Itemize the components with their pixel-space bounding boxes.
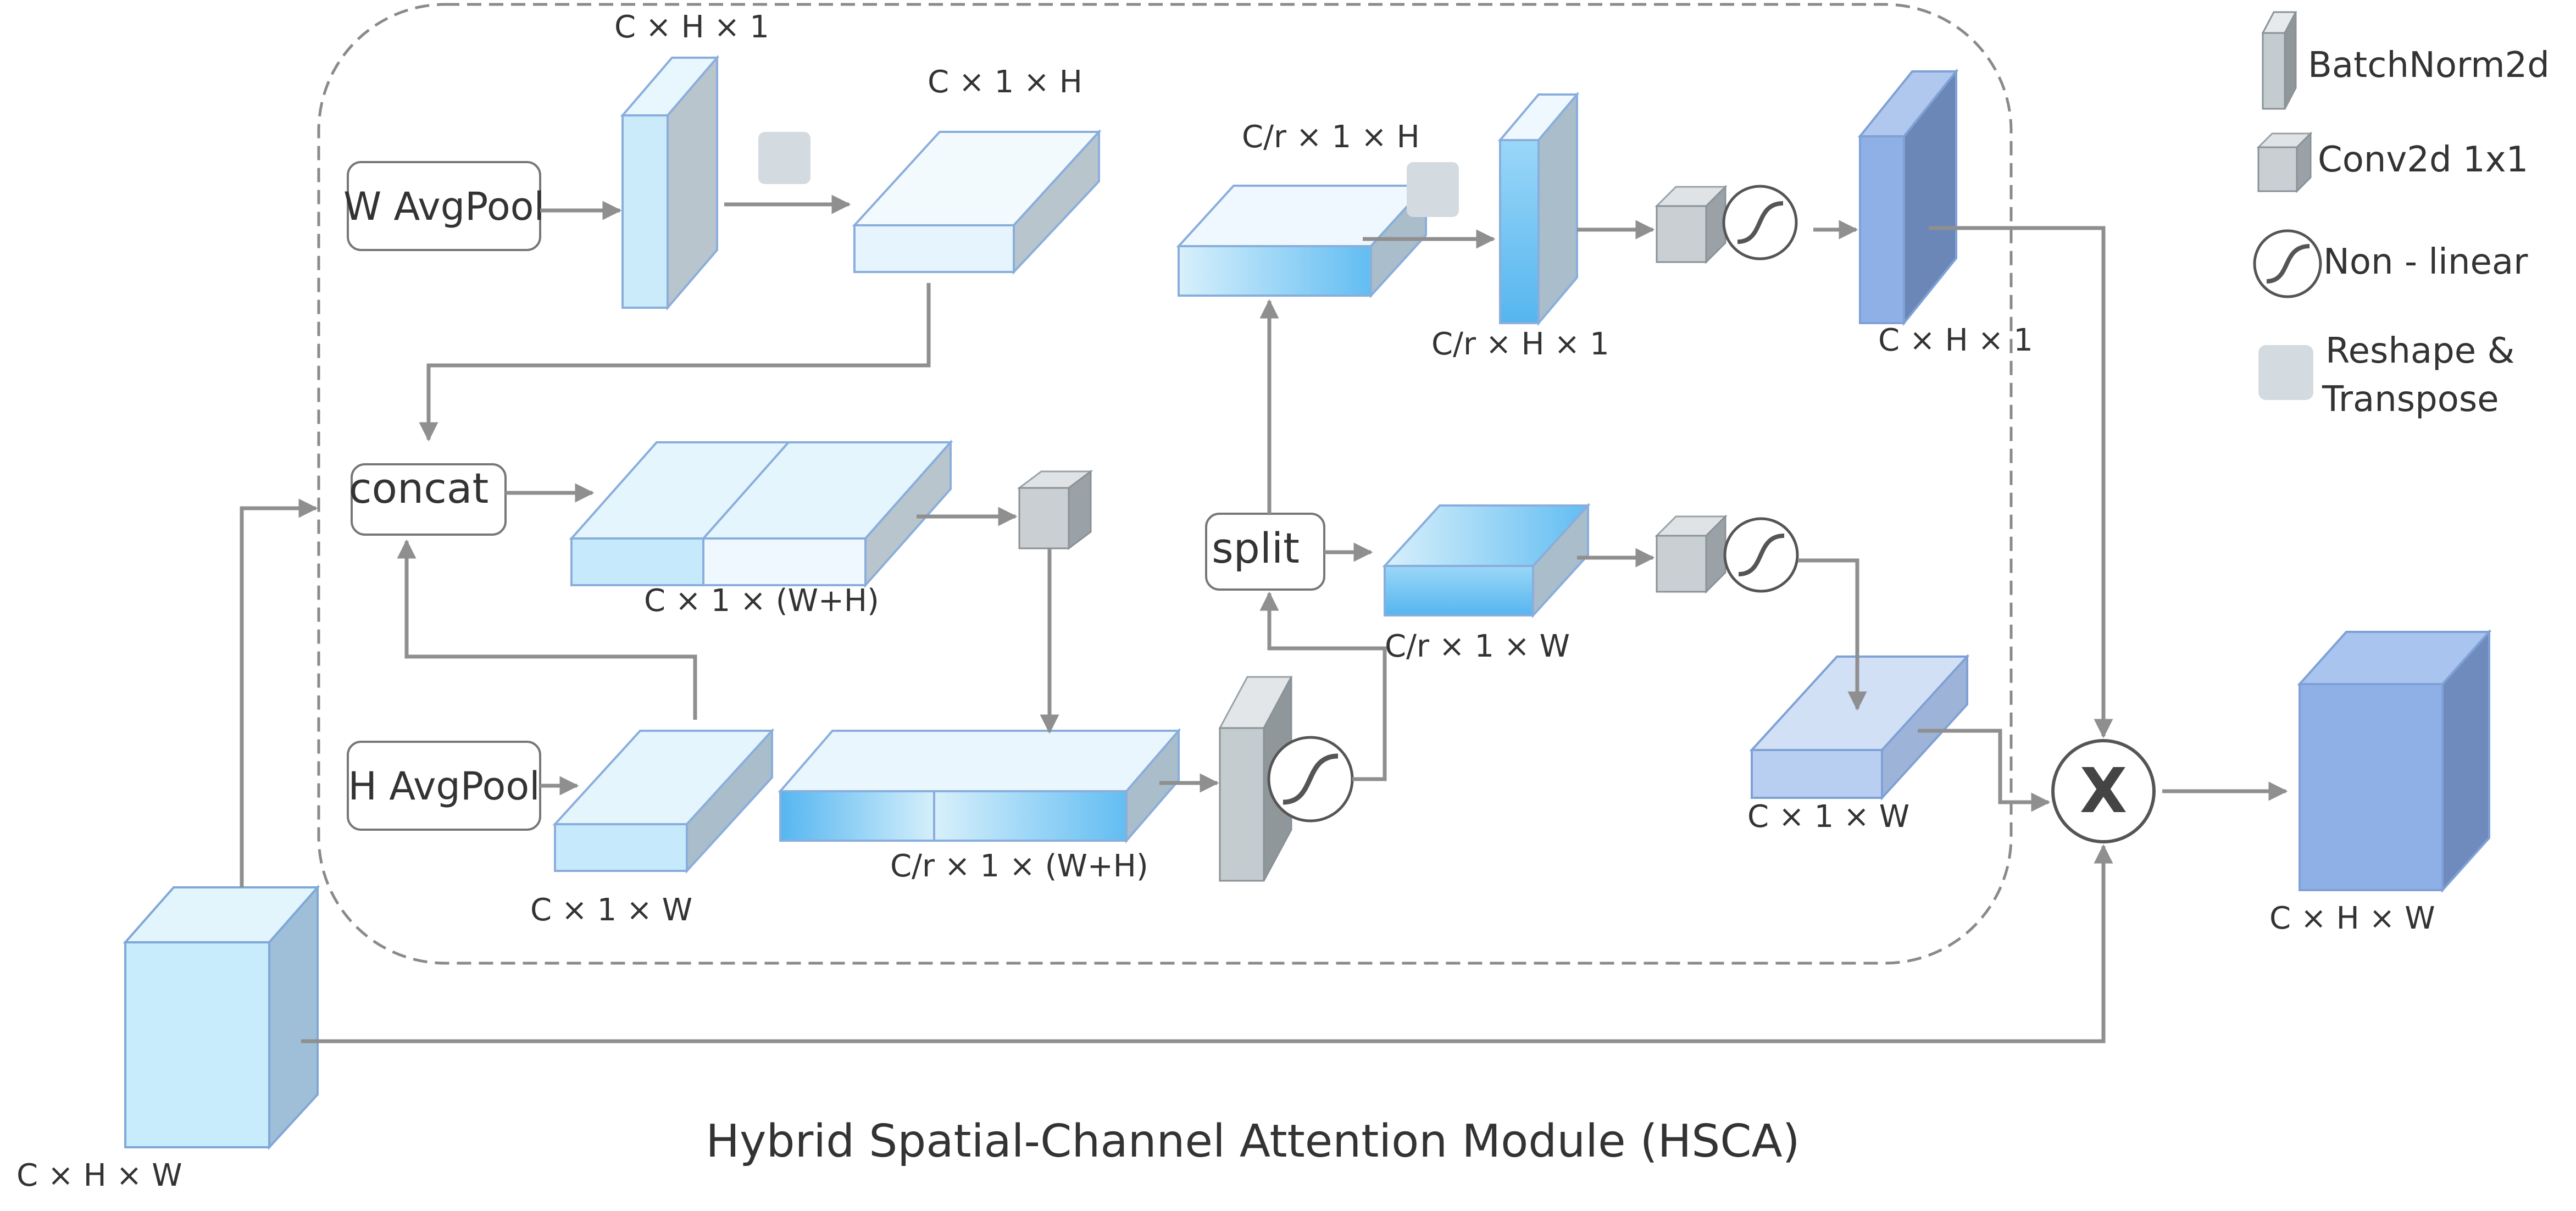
- attn-h-dim-label: C × H × 1: [1878, 323, 2033, 358]
- legend-batchnorm-icon: [2261, 11, 2297, 110]
- module-boundary: [317, 3, 2013, 965]
- concat-box: [351, 463, 507, 536]
- output-dim-label: C × H × W: [2269, 901, 2435, 936]
- arrow-residual-to-mult: [301, 844, 2113, 1043]
- conv-out-block: [778, 727, 1181, 844]
- multiply-label: X: [2080, 756, 2127, 827]
- split-label: split: [1212, 524, 1300, 573]
- w-avgpool-box: [347, 161, 541, 251]
- split-w-dim-label: C/r × 1 × W: [1385, 629, 1570, 664]
- attn-h-block: [1857, 68, 1959, 326]
- attn-w-block: [1749, 653, 1970, 801]
- arrow-attnw-to-mult: [1918, 729, 2051, 812]
- split-h-block: [1176, 182, 1429, 299]
- reshape-marker-2: [1407, 162, 1459, 217]
- conv-h-block: [1655, 185, 1728, 264]
- multiply-node: [2051, 739, 2156, 843]
- legend-reshape-line1: Reshape &: [2325, 331, 2514, 371]
- w-pool-reshaped-dim-label: C × 1 × H: [928, 64, 1082, 100]
- nonlinear-w: [1723, 517, 1799, 593]
- arrow-reshaped-to-concat: [419, 283, 931, 442]
- split-w-block: [1382, 502, 1591, 619]
- legend-nonlinear-label: Non - linear: [2323, 242, 2528, 282]
- diagram-title: Hybrid Spatial-Channel Attention Module …: [706, 1115, 1800, 1168]
- w-pool-bn-block: [620, 54, 720, 311]
- concat-label: concat: [349, 464, 489, 513]
- nonlinear-1: [1267, 736, 1354, 823]
- input-tensor: [123, 884, 320, 1151]
- shared-conv-block: [1017, 470, 1093, 550]
- legend-reshape-line2: Transpose: [2322, 379, 2499, 420]
- legend-nonlinear-icon: [2253, 229, 2322, 298]
- output-tensor: [2297, 629, 2492, 893]
- w-avgpool-label: W AvgPool: [343, 184, 545, 229]
- concat-out-block: [569, 439, 953, 588]
- w-pool-reshaped-block: [852, 129, 1102, 275]
- h-pool-dim-label: C × 1 × W: [530, 892, 692, 928]
- legend-batchnorm-label: BatchNorm2d: [2308, 45, 2550, 86]
- arrow-nonlinw-to-attnw: [1798, 558, 1867, 711]
- arrow-input-to-module: [240, 498, 318, 887]
- reshape-marker-1: [758, 132, 810, 184]
- w-pool-bn-dim-label: C × H × 1: [614, 9, 769, 45]
- split-h-bn-dim-label: C/r × H × 1: [1431, 326, 1609, 362]
- attn-w-dim-label: C × 1 × W: [1747, 799, 1909, 835]
- h-avgpool-label: H AvgPool: [348, 764, 540, 809]
- conv-w-block: [1655, 514, 1728, 594]
- legend-reshape-label: Reshape & Transpose: [2322, 331, 2526, 420]
- legend-conv-icon: [2256, 131, 2313, 193]
- legend-conv-label: Conv2d 1x1: [2318, 140, 2528, 180]
- nonlinear-h: [1722, 185, 1798, 260]
- arrow-hpool-to-concat: [397, 539, 697, 720]
- legend-reshape-icon: [2258, 345, 2313, 400]
- h-pool-block: [552, 727, 775, 874]
- legend: BatchNorm2d Conv2d 1x1 Non - linear Resh…: [2253, 11, 2550, 420]
- conv-out-dim-label: C/r × 1 × (W+H): [890, 848, 1148, 884]
- concat-out-dim-label: C × 1 × (W+H): [644, 583, 879, 619]
- arrows: [240, 195, 2288, 1043]
- split-h-bn-block: [1497, 91, 1580, 326]
- input-dim-label: C × H × W: [16, 1158, 182, 1193]
- arrow-attnh-to-mult: [1929, 226, 2113, 738]
- split-h-dim-label: C/r × 1 × H: [1242, 119, 1420, 155]
- arrow-nonlinear-to-split: [1259, 591, 1387, 781]
